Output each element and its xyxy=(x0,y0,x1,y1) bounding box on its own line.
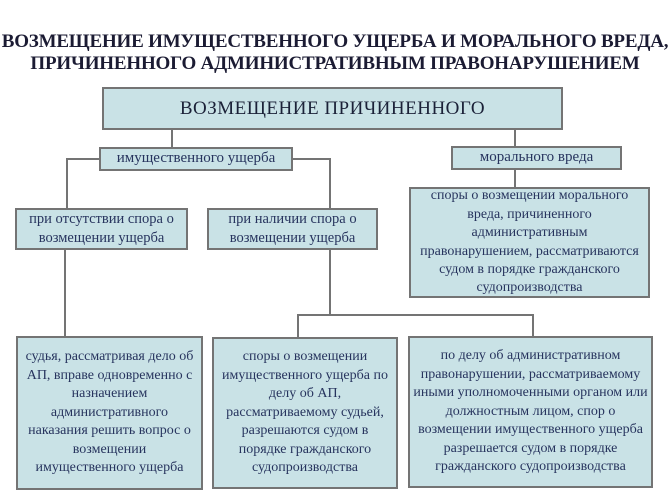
connector-no-dispute-to-judge xyxy=(64,249,66,337)
box-moral-harm-branch: морального вреда xyxy=(451,146,622,170)
connector-property-to-no-dispute xyxy=(66,158,68,209)
connector-moral-to-moral-disputes xyxy=(514,169,516,188)
box-root-compensation: ВОЗМЕЩЕНИЕ ПРИЧИНЕННОГО xyxy=(102,87,563,130)
connector-branch-to-prop-judge xyxy=(297,314,299,338)
box-judge-decides-label: судья, рассматривая дело об АП, вправе о… xyxy=(25,349,194,476)
box-property-disputes-judge-label: споры о возмещении имущественного ущерба… xyxy=(222,349,388,476)
box-moral-disputes-label: споры о возмещении морального вреда, при… xyxy=(420,188,639,296)
connector-root-to-property xyxy=(171,130,173,148)
box-property-disputes-other-label: по делу об административном правонарушен… xyxy=(413,348,648,475)
connector-dispute-down xyxy=(329,249,331,315)
connector-root-to-moral xyxy=(514,130,516,147)
box-dispute-exists: при наличии спора о возмещении ущерба xyxy=(207,208,378,250)
connector-dispute-branch-horizontal xyxy=(297,314,534,316)
box-property-label: имущественного ущерба xyxy=(116,150,276,167)
box-property-disputes-judge: споры о возмещении имущественного ущерба… xyxy=(212,337,398,489)
box-no-dispute: при отсутствии спора о возмещении ущерба xyxy=(15,208,188,250)
connector-branch-to-prop-other xyxy=(532,314,534,337)
connector-property-right-horizontal xyxy=(292,158,331,160)
connector-property-left-horizontal xyxy=(66,158,100,160)
box-property-damage-branch: имущественного ущерба xyxy=(99,147,293,171)
diagram-title: ВОЗМЕЩЕНИЕ ИМУЩЕСТВЕННОГО УЩЕРБА И МОРАЛ… xyxy=(1,31,669,74)
box-dispute-label: при наличии спора о возмещении ущерба xyxy=(228,210,357,246)
box-no-dispute-label: при отсутствии спора о возмещении ущерба xyxy=(29,210,174,246)
box-root-label: ВОЗМЕЩЕНИЕ ПРИЧИНЕННОГО xyxy=(179,97,486,119)
box-judge-decides: судья, рассматривая дело об АП, вправе о… xyxy=(16,336,203,490)
box-moral-label: морального вреда xyxy=(479,149,594,166)
connector-property-to-dispute xyxy=(329,158,331,209)
box-property-disputes-other-authority: по делу об административном правонарушен… xyxy=(408,336,653,488)
box-moral-disputes-court: споры о возмещении морального вреда, при… xyxy=(409,187,650,298)
